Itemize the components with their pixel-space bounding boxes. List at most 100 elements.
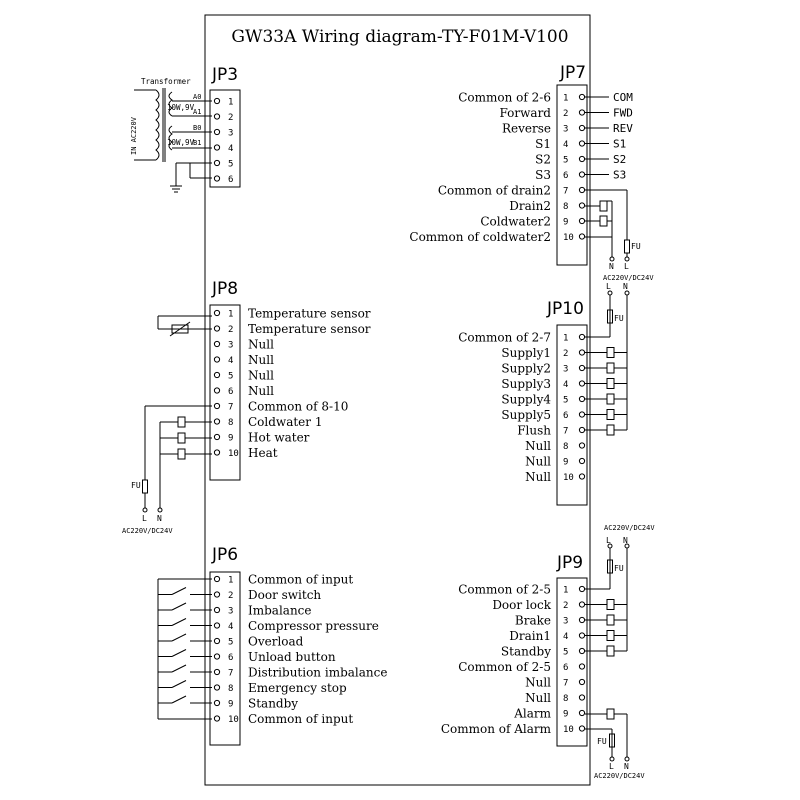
jp7-l-label: L — [624, 262, 629, 271]
jp9-top-fuse-label: FU — [614, 564, 624, 573]
jp6-pin-1-terminal — [213, 575, 221, 583]
jp7-pin-3-label: Reverse — [502, 122, 551, 136]
jp9-name: JP9 — [556, 553, 583, 573]
jp8-pin-4-label: Null — [248, 353, 274, 367]
jp9-pin-2-terminal — [578, 601, 586, 608]
board-outline — [204, 14, 591, 786]
jp10-pin-8-terminal — [578, 442, 586, 449]
jp7-supply-label: AC220V/DC24V — [603, 274, 654, 282]
jp7-pin-10-terminal — [578, 233, 586, 240]
jp10-pin-8-number: 8 — [563, 442, 568, 452]
jp8-pin-9-number: 9 — [228, 434, 233, 444]
jp6-switch-7-blade — [171, 664, 187, 673]
temperature-sensor-slash — [169, 321, 191, 337]
jp9-connector — [556, 577, 588, 747]
jp8-pin-8-terminal — [213, 418, 221, 425]
jp8-coldwater-relay — [177, 416, 186, 428]
jp6-pin-8-terminal — [213, 684, 221, 691]
jp9-bottom-n-label: N — [624, 762, 629, 771]
jp7-pin-7-terminal — [578, 186, 586, 194]
jp6-pin-10-label: Common of input — [248, 712, 353, 726]
jp7-pin-10-number: 10 — [563, 233, 574, 243]
jp10-pin-3-label: Supply2 — [501, 362, 551, 376]
jp10-name: JP10 — [546, 299, 584, 319]
jp8-supply-label: AC220V/DC24V — [122, 527, 173, 535]
jp8-l-label: L — [142, 514, 147, 523]
jp10-pin-2-terminal — [578, 349, 586, 356]
jp9-pin-5-label: Standby — [501, 645, 551, 659]
tap-b0: B0 — [193, 124, 201, 132]
jp9-pin-3-number: 3 — [563, 617, 568, 627]
jp9-top-l-terminal — [607, 543, 613, 549]
jp9-pin-10-label: Common of Alarm — [441, 722, 552, 736]
jp10-n-terminal — [624, 290, 630, 296]
jp10-l-label: L — [606, 282, 611, 291]
jp7-pin-3-number: 3 — [563, 125, 568, 135]
jp6-pin-1-label: Common of input — [248, 573, 353, 587]
jp10-relay-7 — [606, 424, 615, 436]
jp7-pin-8-label: Drain2 — [509, 199, 551, 213]
jp7-pin-2-terminal — [578, 109, 586, 116]
jp10-pin-3-terminal — [578, 364, 586, 372]
jp10-pin-1-number: 1 — [563, 334, 568, 344]
jp3-pin-1-terminal — [213, 97, 221, 105]
jp7-pin-6-label: S3 — [535, 168, 551, 182]
jp6-pin-5-terminal — [213, 637, 221, 645]
jp10-pin-5-number: 5 — [563, 396, 568, 406]
jp10-pin-9-number: 9 — [563, 458, 568, 468]
jp7-pin-9-number: 9 — [563, 218, 568, 228]
jp7-n-label: N — [609, 262, 614, 271]
jp9-pin-7-number: 7 — [563, 679, 568, 689]
jp9-bottom-supply-label: AC220V/DC24V — [594, 772, 645, 780]
jp7-pin-7-number: 7 — [563, 187, 568, 197]
jp7-n-terminal — [609, 256, 615, 262]
jp7-pin-4-ext-label: S1 — [613, 138, 626, 151]
jp7-pin-3-terminal — [578, 124, 586, 132]
jp6-switch-6-blade — [171, 649, 187, 657]
jp3-pin-4-number: 4 — [228, 144, 233, 154]
transformer-input-label: IN AC220V — [130, 116, 138, 155]
jp7-pin-1-label: Common of 2-6 — [458, 91, 551, 105]
jp10-relay-4 — [606, 378, 615, 389]
jp6-switch-9-blade — [171, 695, 187, 704]
transformer: Transformer IN AC220V 10W,9V 10W,9V A0 A… — [130, 77, 212, 193]
jp8-pin-1-number: 1 — [228, 310, 233, 320]
jp9-top-fuse — [607, 559, 613, 574]
jp10-relay-5 — [606, 393, 615, 405]
jp8-pin-6-number: 6 — [228, 387, 233, 397]
jp7-pin-5-label: S2 — [535, 153, 551, 167]
jp9-pin-4-terminal — [578, 632, 586, 639]
jp7-pin-4-terminal — [578, 140, 586, 147]
jp9-pin-10-number: 10 — [563, 725, 574, 735]
jp7-pin-9-label: Coldwater2 — [480, 215, 551, 229]
jp10-pin-4-number: 4 — [563, 380, 568, 390]
jp10-pin-3-number: 3 — [563, 365, 568, 375]
jp8-fuse — [142, 479, 148, 494]
jp10-pin-2-label: Supply1 — [501, 346, 551, 360]
jp9-pin-6-number: 6 — [563, 663, 568, 673]
jp10-pin-10-label: Null — [525, 470, 551, 484]
jp8-pin-9-terminal — [213, 433, 221, 441]
jp6-pin-7-number: 7 — [228, 669, 233, 679]
jp7-pin-8-number: 8 — [563, 202, 568, 212]
jp7-pin-10-label: Common of coldwater2 — [409, 230, 551, 244]
jp6-pin-6-number: 6 — [228, 653, 233, 663]
jp9-pin-9-label: Alarm — [513, 707, 551, 721]
jp3-pin-3-terminal — [213, 128, 221, 136]
jp8-pin-3-terminal — [213, 340, 221, 348]
jp10-pin-9-label: Null — [525, 455, 551, 469]
temperature-sensor-symbol — [171, 324, 189, 334]
jp9-pin-2-label: Door lock — [492, 598, 551, 612]
jp8-pin-7-number: 7 — [228, 403, 233, 413]
jp7-pin-9-terminal — [578, 217, 586, 225]
jp7-pin-5-ext-label: S2 — [613, 153, 626, 166]
jp8-l-terminal — [142, 507, 148, 513]
jp8-n-label: N — [157, 514, 162, 523]
jp8-fuse-label: FU — [131, 481, 141, 490]
jp10-pin-6-number: 6 — [563, 411, 568, 421]
transformer-secondary-b — [168, 125, 173, 151]
jp6-pin-1-number: 1 — [228, 576, 233, 586]
jp8-pin-2-terminal — [213, 325, 221, 332]
jp3-name: JP3 — [211, 65, 238, 85]
jp6-pin-2-label: Door switch — [248, 588, 321, 602]
